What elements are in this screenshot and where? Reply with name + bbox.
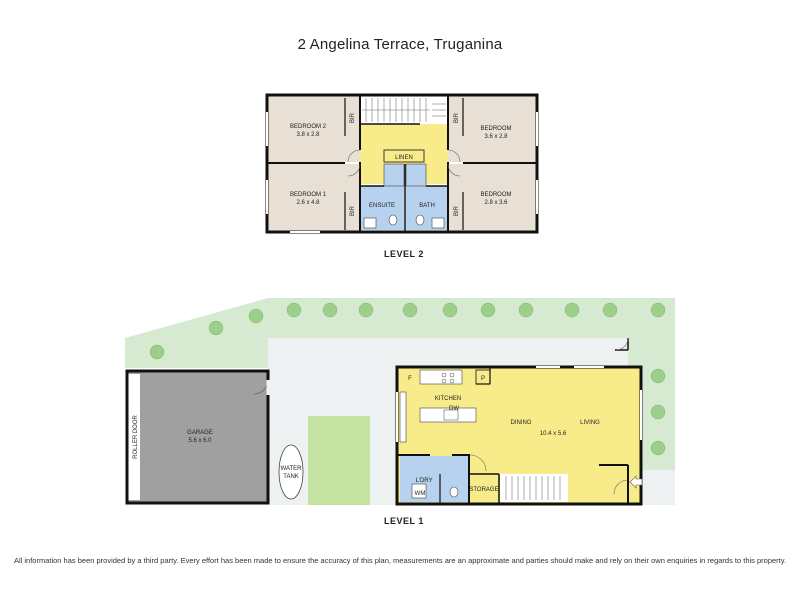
level-2-plan: BEDROOM 2 3.8 x 2.8 BEDROOM 3.6 x 2.8 BE… — [265, 93, 539, 234]
bir-label-br: BIR — [454, 205, 460, 216]
basin-bath — [431, 217, 445, 229]
pantry-label: P — [481, 376, 485, 382]
ensuite-label: ENSUITE — [369, 203, 395, 209]
basin-ensuite — [363, 217, 377, 229]
bir-label-tl: BIR — [350, 112, 356, 123]
level-1-plan: GARAGE 5.6 x 6.0 ROLLER DOOR WATER TANK — [125, 298, 675, 506]
bir-label-tr: BIR — [454, 112, 460, 123]
storage-label: STORAGE — [469, 487, 498, 493]
cooktop-3 — [441, 378, 447, 384]
water-tank-label-1: WATER — [281, 466, 303, 472]
bir-fill-tr — [449, 100, 463, 136]
roller-door-strip — [128, 374, 140, 500]
kitchen-bench — [419, 369, 463, 385]
plan-title: 2 Angelina Terrace, Truganina — [297, 36, 503, 53]
kitchen-label: KITCHEN — [435, 396, 461, 402]
bir-label-bl: BIR — [350, 205, 356, 216]
shrubs — [149, 302, 666, 456]
bir-fill-tl — [345, 100, 359, 136]
roller-door-label: ROLLER DOOR — [133, 415, 139, 459]
living-label: LIVING — [580, 420, 600, 426]
garage — [128, 372, 268, 502]
bedroom-1-label: BEDROOM 1 — [290, 192, 327, 198]
lawn — [125, 298, 675, 470]
fridge-label: F — [408, 376, 412, 382]
garage-label: GARAGE — [187, 430, 213, 436]
cooktop-1 — [441, 372, 447, 378]
entry-arrow — [629, 475, 643, 489]
bedroom-tr-dims: 3.6 x 2.8 — [484, 134, 508, 140]
dining-label: DINING — [511, 420, 532, 426]
disclaimer: All information has been provided by a t… — [13, 556, 787, 565]
linen-cupboard — [383, 149, 425, 163]
dw-label: DW — [449, 406, 459, 412]
level-1-label: LEVEL 1 — [384, 516, 424, 526]
bench-left — [399, 391, 407, 443]
washing-machine — [411, 483, 427, 499]
bir-fill-br — [449, 192, 463, 230]
water-tank — [278, 444, 304, 500]
inner-lawn — [308, 416, 370, 505]
bedroom-2-dims: 3.8 x 2.8 — [296, 132, 320, 138]
bath-label: BATH — [419, 203, 435, 209]
shower-ensuite — [383, 163, 405, 187]
bir-fill-bl — [345, 192, 359, 230]
cooktop-2 — [449, 372, 455, 378]
bedroom-1-dims: 2.6 x 4.8 — [296, 200, 320, 206]
cooktop-4 — [449, 378, 455, 384]
stair-l1 — [500, 474, 568, 502]
bedroom-2-label: BEDROOM 2 — [290, 124, 327, 130]
wm-label: WM — [415, 491, 426, 497]
toilet-bath — [415, 214, 425, 226]
level-2-label: LEVEL 2 — [384, 249, 424, 259]
bedroom-tr-label: BEDROOM — [480, 126, 511, 132]
laundry-label: L'DRY — [415, 478, 432, 484]
garage-dims: 5.6 x 6.0 — [188, 438, 212, 444]
toilet-l1 — [449, 486, 459, 498]
linen-label: LINEN — [395, 155, 413, 161]
kitchen-sink — [443, 409, 459, 421]
shower-bath — [405, 163, 427, 187]
living-dims: 10.4 x 5.6 — [540, 431, 567, 437]
bedroom-br-dims: 2.8 x 3.6 — [484, 200, 508, 206]
laundry — [400, 456, 468, 502]
toilet-ensuite — [388, 214, 398, 226]
bedroom-br-label: BEDROOM — [480, 192, 511, 198]
water-tank-label-2: TANK — [283, 474, 299, 480]
